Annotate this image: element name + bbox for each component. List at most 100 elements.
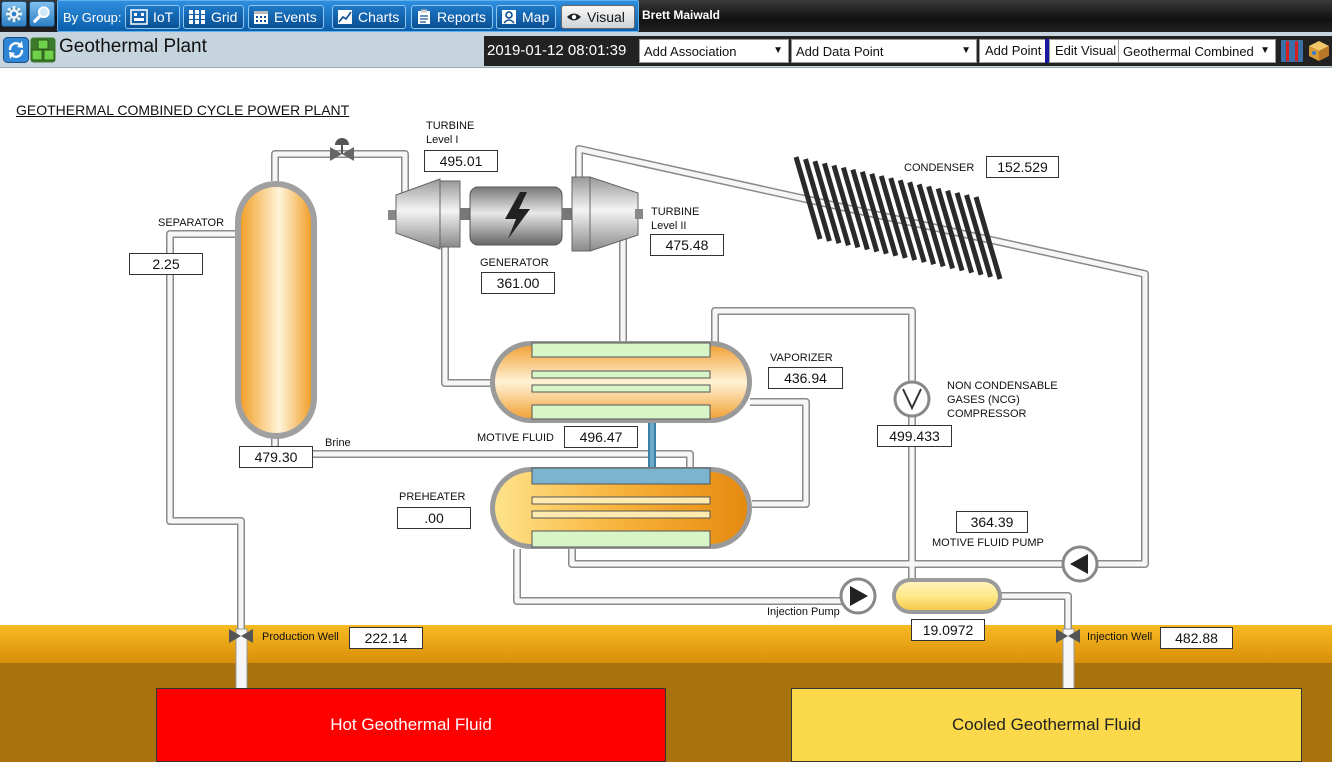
preheater-value[interactable]: .00 <box>397 507 471 529</box>
injection-value[interactable]: 19.0972 <box>911 619 985 641</box>
lightning-icon <box>505 192 530 239</box>
timestamp: 2019-01-12 08:01:39 <box>487 42 627 59</box>
injection-well-value[interactable]: 482.88 <box>1160 627 1233 649</box>
panel-button[interactable] <box>1280 39 1304 63</box>
map-button-label: Map <box>522 9 550 25</box>
condenser-fin <box>916 183 946 268</box>
edit-visual-button[interactable]: Edit Visual <box>1049 39 1123 63</box>
cooled-geothermal-fluid[interactable]: Cooled Geothermal Fluid <box>791 688 1302 762</box>
vaporizer-value[interactable]: 436.94 <box>768 367 843 389</box>
ground-surface <box>0 625 1332 663</box>
gear-icon <box>5 5 23 23</box>
condenser-fin <box>840 166 870 251</box>
brine-value[interactable]: 479.30 <box>239 446 313 468</box>
iot-icon <box>130 9 148 25</box>
visual-button-label: Visual <box>587 9 625 25</box>
add-data-point-select[interactable]: Add Data Point ▼ <box>791 39 977 63</box>
vaporizer-vessel[interactable] <box>490 341 752 423</box>
injection-pump[interactable] <box>839 577 877 615</box>
condenser-label: CONDENSER <box>904 162 975 174</box>
visual-select-label: Geothermal Combined <box>1123 44 1254 59</box>
shaft-left <box>460 208 470 220</box>
add-association-label: Add Association <box>644 44 737 59</box>
turbine-level-2[interactable] <box>571 176 643 252</box>
group-blocks-button[interactable] <box>30 37 56 63</box>
charts-button[interactable]: Charts <box>332 5 407 29</box>
divider <box>1045 39 1049 63</box>
condenser-value[interactable]: 152.529 <box>986 156 1059 178</box>
condenser-fin <box>907 181 937 265</box>
group-bar: By Group: IoT Grid <box>57 0 639 32</box>
add-data-point-label: Add Data Point <box>796 44 884 59</box>
package-icon <box>1309 41 1329 61</box>
cooled-fluid-label: Cooled Geothermal Fluid <box>952 715 1141 734</box>
visual-button[interactable]: Visual <box>561 5 635 29</box>
ncg-label-line3: COMPRESSOR <box>947 408 1027 420</box>
dropdown-arrow-icon: ▼ <box>961 45 971 56</box>
motive-fluid-value[interactable]: 496.47 <box>564 426 638 448</box>
report-icon <box>418 9 430 24</box>
motive-fluid-pump[interactable] <box>1061 545 1099 583</box>
condenser-fin <box>945 189 974 274</box>
condenser-fin <box>935 187 965 272</box>
condenser-fin <box>926 185 956 270</box>
settings-button[interactable] <box>1 1 27 27</box>
turbine1-value[interactable]: 495.01 <box>424 150 498 172</box>
map-icon <box>502 10 516 24</box>
ncg-label: NON CONDENSABLE GASES (NCG) COMPRESSOR <box>947 379 1058 421</box>
ncg-value[interactable]: 499.433 <box>877 425 952 447</box>
group-blocks-icon <box>30 37 56 63</box>
iot-button[interactable]: IoT <box>125 5 181 29</box>
separator-valve[interactable] <box>330 138 354 161</box>
generator[interactable] <box>469 186 563 246</box>
generator-value[interactable]: 361.00 <box>481 272 555 294</box>
package-button[interactable] <box>1307 39 1331 63</box>
condenser-fin <box>822 162 851 247</box>
refresh-button[interactable] <box>3 37 29 63</box>
condenser-fins[interactable] <box>793 156 1003 280</box>
map-button[interactable]: Map <box>496 5 557 29</box>
production-well-value[interactable]: 222.14 <box>349 627 423 649</box>
condenser-fin <box>850 168 880 253</box>
turbine-level-1[interactable] <box>388 178 461 250</box>
motive-fluid-pump-value[interactable]: 364.39 <box>956 511 1028 533</box>
grid-button[interactable]: Grid <box>183 5 245 29</box>
production-well-valve[interactable] <box>229 629 253 643</box>
refresh-icon <box>3 37 29 63</box>
generator-label: GENERATOR <box>480 257 549 269</box>
add-point-button[interactable]: Add Point <box>979 39 1048 63</box>
grid-button-label: Grid <box>211 9 238 25</box>
condenser-fin <box>897 179 927 263</box>
separator-value[interactable]: 2.25 <box>129 253 203 275</box>
production-well-label: Production Well <box>262 631 339 643</box>
hot-fluid-label: Hot Geothermal Fluid <box>330 715 492 734</box>
reports-button[interactable]: Reports <box>411 5 494 29</box>
hot-geothermal-fluid[interactable]: Hot Geothermal Fluid <box>156 688 666 762</box>
separator-label: SEPARATOR <box>158 217 225 229</box>
separator-vessel[interactable] <box>235 181 317 439</box>
shaft-right <box>562 208 572 220</box>
turbine2-label-line2: Level II <box>651 220 687 232</box>
eye-icon <box>567 13 581 21</box>
search-button[interactable] <box>29 1 55 27</box>
injection-well-valve[interactable] <box>1056 629 1080 643</box>
events-button[interactable]: Events <box>248 5 324 29</box>
reports-button-label: Reports <box>437 9 487 25</box>
grid-icon <box>189 10 205 24</box>
turbine1-label: TURBINE Level I <box>426 119 474 147</box>
plant-title: GEOTHERMAL COMBINED CYCLE POWER PLANT <box>16 102 350 118</box>
title-bar: Geothermal Plant 2019-01-12 08:01:39 Add… <box>0 32 1332 68</box>
add-association-select[interactable]: Add Association ▼ <box>639 39 789 63</box>
ncg-label-line1: NON CONDENSABLE <box>947 380 1058 392</box>
motive-fluid-pump-label: MOTIVE FLUID PUMP <box>932 537 1044 549</box>
injection-tank[interactable] <box>892 578 1002 614</box>
panel-icon <box>1281 40 1303 62</box>
user-name[interactable]: Brett Maiwald <box>642 8 721 22</box>
turbine2-value[interactable]: 475.48 <box>650 234 724 256</box>
calendar-icon <box>254 11 268 24</box>
preheater-vessel[interactable] <box>490 467 752 549</box>
visual-select[interactable]: Geothermal Combined ▼ <box>1118 39 1276 63</box>
ncg-compressor[interactable] <box>893 380 931 418</box>
injection-pump-label: Injection Pump <box>767 606 840 618</box>
